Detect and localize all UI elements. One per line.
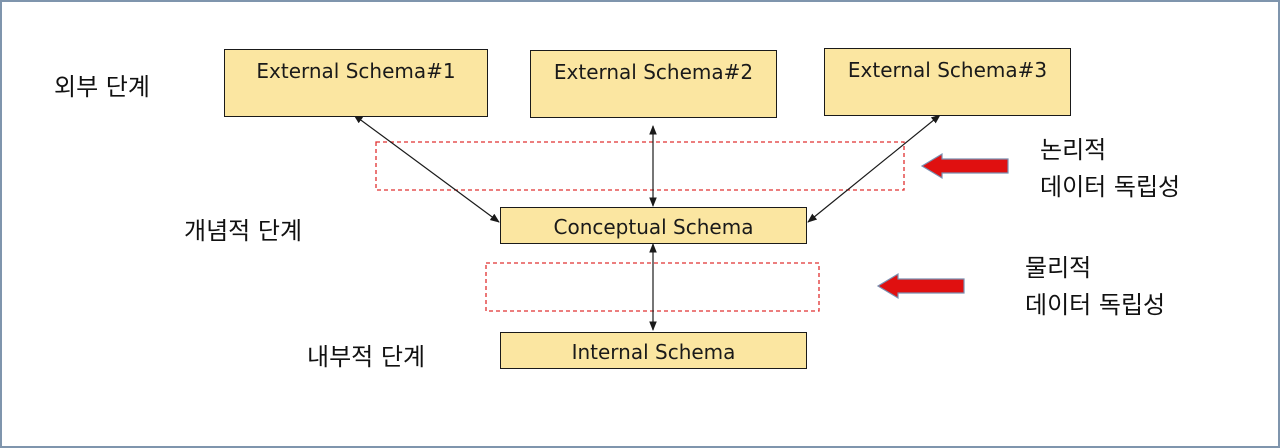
external-schema-2-box: External Schema#2 (530, 50, 777, 118)
internal-schema-box: Internal Schema (500, 332, 807, 369)
physical-note-line-1: 물리적 (1025, 254, 1092, 282)
external-level-label: 외부 단계 (54, 73, 150, 101)
external-schema-1-label: External Schema#1 (256, 59, 456, 83)
internal-schema-label: Internal Schema (571, 339, 736, 364)
physical-independence-arrow (876, 272, 965, 300)
external-schema-2-label: External Schema#2 (553, 60, 754, 84)
external-schema-1-box: External Schema#1 (224, 49, 488, 117)
logical-independence-region (375, 141, 905, 191)
connector-external3-conceptual (807, 114, 941, 223)
logical-independence-arrow (920, 152, 1009, 180)
logical-note-line-2: 데이터 독립성 (1040, 173, 1181, 201)
physical-independence-note: 물리적 데이터 독립성 (1025, 250, 1165, 324)
external-schema-3-label: External Schema#3 (847, 58, 1048, 82)
internal-level-label: 내부적 단계 (307, 343, 426, 371)
physical-note-line-2: 데이터 독립성 (1025, 291, 1166, 319)
connector-external1-conceptual (353, 114, 500, 223)
conceptual-schema-box: Conceptual Schema (500, 207, 807, 244)
conceptual-level-label: 개념적 단계 (184, 217, 303, 245)
logical-note-line-1: 논리적 (1040, 136, 1107, 164)
conceptual-schema-label: Conceptual Schema (553, 214, 754, 239)
logical-independence-note: 논리적 데이터 독립성 (1040, 132, 1180, 206)
external-schema-3-box: External Schema#3 (824, 48, 1071, 116)
